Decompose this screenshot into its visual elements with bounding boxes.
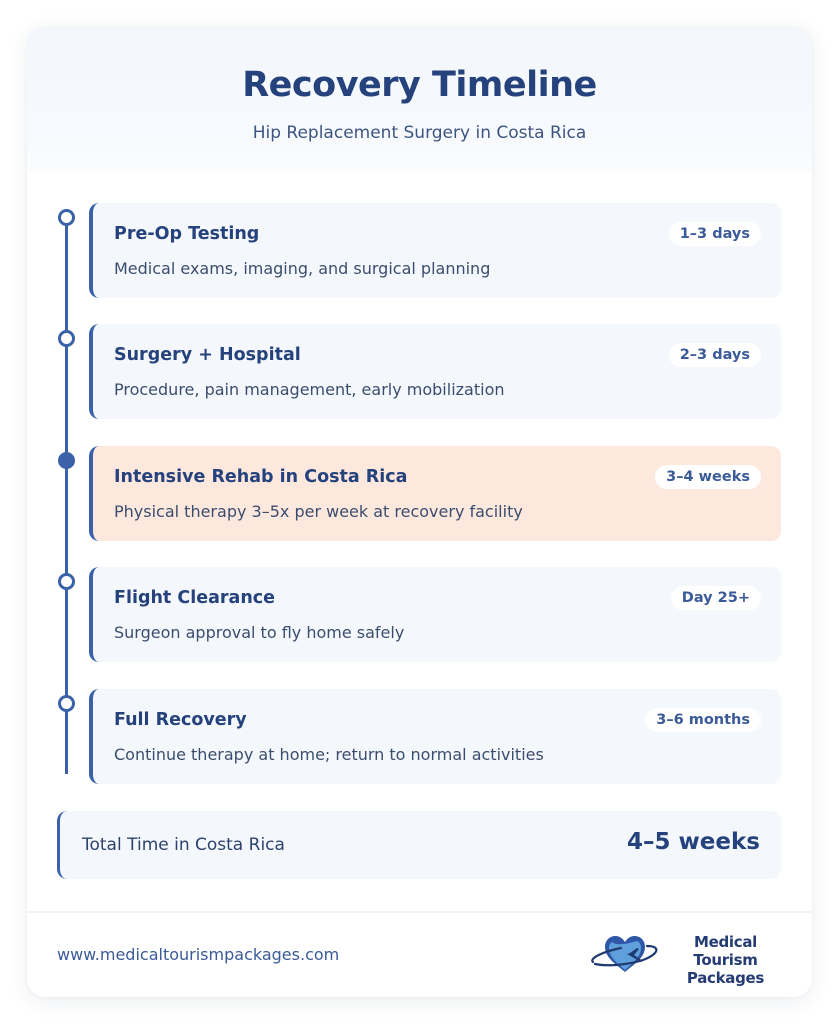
step-description: Physical therapy 3–5x per week at recove…	[114, 502, 523, 521]
timeline-step-flight-clearance: Flight Clearance Surgeon approval to fly…	[89, 567, 781, 662]
timeline-step-pre-op: Pre-Op Testing Medical exams, imaging, a…	[89, 203, 781, 298]
duration-badge: 3–6 months	[645, 708, 761, 732]
timeline-node-icon	[58, 330, 75, 347]
timeline-node-icon	[58, 573, 75, 590]
step-title: Surgery + Hospital	[114, 345, 301, 365]
total-label: Total Time in Costa Rica	[82, 835, 285, 855]
duration-badge: 1–3 days	[668, 222, 761, 246]
logo-text: Medical Tourism Packages	[663, 933, 788, 987]
timeline-step-full-recovery: Full Recovery Continue therapy at home; …	[89, 689, 781, 784]
logo-line-2: Packages	[686, 969, 765, 987]
page-title: Recovery Timeline	[242, 65, 597, 105]
step-title: Full Recovery	[114, 710, 247, 730]
logo-line-1: Medical Tourism	[693, 933, 758, 969]
heart-airplane-icon	[591, 936, 658, 972]
step-title: Flight Clearance	[114, 588, 276, 608]
step-title: Intensive Rehab in Costa Rica	[114, 467, 408, 487]
step-title: Pre-Op Testing	[114, 224, 260, 244]
timeline-rail	[65, 217, 68, 774]
step-description: Surgeon approval to fly home safely	[114, 623, 405, 642]
duration-badge: 2–3 days	[668, 343, 761, 367]
infographic-card: Recovery Timeline Hip Replacement Surger…	[27, 27, 812, 997]
total-time-summary: Total Time in Costa Rica 4–5 weeks	[57, 811, 781, 879]
footer-divider	[27, 911, 812, 913]
timeline-step-rehab: Intensive Rehab in Costa Rica Physical t…	[89, 446, 781, 541]
step-description: Procedure, pain management, early mobili…	[114, 380, 505, 399]
timeline-step-surgery: Surgery + Hospital Procedure, pain manag…	[89, 324, 781, 419]
duration-badge: 3–4 weeks	[655, 465, 761, 489]
header: Recovery Timeline Hip Replacement Surger…	[27, 27, 812, 172]
step-description: Continue therapy at home; return to norm…	[114, 745, 544, 764]
total-value: 4–5 weeks	[627, 829, 760, 855]
timeline-node-icon	[58, 209, 75, 226]
step-description: Medical exams, imaging, and surgical pla…	[114, 259, 491, 278]
timeline-node-icon	[58, 695, 75, 712]
page-subtitle: Hip Replacement Surgery in Costa Rica	[252, 123, 587, 143]
duration-badge: Day 25+	[670, 586, 761, 610]
website-link[interactable]: www.medicaltourismpackages.com	[57, 945, 340, 964]
timeline-node-active-icon	[58, 452, 75, 469]
brand-logo: Medical Tourism Packages	[587, 930, 787, 987]
